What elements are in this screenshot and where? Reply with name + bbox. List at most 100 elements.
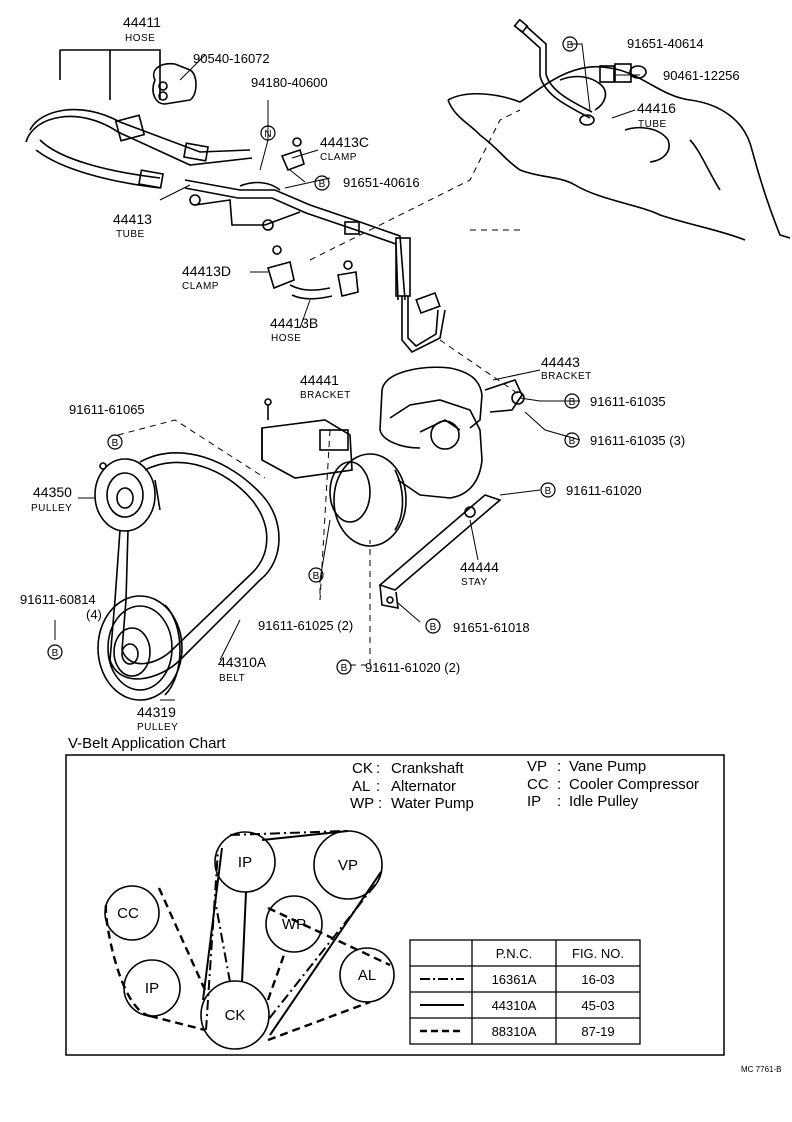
label-91611-61025: 91611-61025 (2) — [258, 618, 353, 633]
label-44350-name: PULLEY — [31, 503, 72, 514]
label-91611-61035-a: 91611-61035 — [590, 394, 666, 409]
svg-text:B: B — [112, 438, 119, 449]
pulley-label-wp: WP — [282, 916, 306, 933]
table-header-fig: FIG. NO. — [572, 946, 624, 961]
pump-pulley — [329, 453, 407, 547]
drawing-art — [25, 18, 791, 1056]
legend-vp-abbr: VP — [527, 758, 547, 775]
bolt-marker: B — [425, 618, 441, 634]
chart-texts: V-Belt Application Chart CK : Crankshaft… — [68, 735, 781, 1074]
chart-pulley-ck — [200, 980, 270, 1050]
label-94180: 94180-40600 — [251, 75, 328, 90]
label-44411-num: 44411 — [123, 14, 161, 30]
stay-44444 — [378, 494, 502, 609]
dashed-leaders — [117, 109, 521, 666]
bolt-marker: B — [107, 434, 123, 450]
label-90461: 90461-12256 — [663, 68, 740, 83]
label-44416-num: 44416 — [637, 100, 676, 116]
table-cell-pnc: 44310A — [492, 998, 537, 1013]
pulley-label-vp: VP — [338, 857, 358, 874]
label-44441-num: 44441 — [300, 372, 339, 388]
pulley-label-ip-left: IP — [145, 980, 159, 997]
svg-text:B: B — [569, 436, 576, 447]
grommet-90540 — [152, 62, 197, 105]
label-44443-name: BRACKET — [541, 371, 592, 382]
label-44444-num: 44444 — [460, 559, 499, 575]
svg-text:B: B — [319, 179, 326, 190]
part-labels: 44411 HOSE 90540-16072 94180-40600 91651… — [20, 14, 740, 733]
label-91611-61065: 91611-61065 — [69, 402, 145, 417]
label-44416-name: TUBE — [638, 119, 667, 130]
svg-text:N: N — [264, 129, 271, 140]
label-91611-60814-qty: (4) — [86, 607, 102, 622]
legend-ck-name: Crankshaft — [391, 760, 464, 777]
svg-text:B: B — [430, 622, 437, 633]
label-44310A-num: 44310A — [218, 654, 267, 670]
label-44411-name: HOSE — [125, 33, 155, 44]
chart-pulley-wp — [265, 895, 323, 953]
label-44413D-name: CLAMP — [182, 281, 219, 292]
label-44310A-name: BELT — [219, 673, 245, 684]
bolt-marker: B — [308, 567, 324, 583]
label-44319-num: 44319 — [137, 704, 176, 720]
pulley-44319 — [97, 595, 183, 701]
label-44413D-num: 44413D — [182, 263, 231, 279]
chart-frame — [65, 754, 725, 1056]
svg-text:B: B — [313, 571, 320, 582]
pulley-label-cc: CC — [117, 905, 139, 922]
label-44441-name: BRACKET — [300, 390, 351, 401]
legend-wp-name: Water Pump — [391, 795, 474, 812]
label-44350-num: 44350 — [33, 484, 72, 500]
legend-cc-abbr: CC — [527, 776, 549, 793]
legend-al-sep: : — [376, 778, 380, 795]
table-header-pnc: P.N.C. — [496, 946, 533, 961]
pnc-table-grid — [409, 939, 641, 1045]
table-cell-fig: 45-03 — [581, 998, 614, 1013]
label-44413B-name: HOSE — [271, 333, 301, 344]
clamp-44413D — [266, 245, 295, 290]
legend-cc-sep: : — [557, 776, 561, 793]
bracket-44441 — [261, 398, 353, 479]
bolt-marker: B — [540, 482, 556, 498]
hose-44413B — [289, 260, 359, 300]
tube-44416 — [513, 18, 647, 126]
legend-wp-abbr: WP — [350, 795, 374, 812]
label-44413-name: TUBE — [116, 229, 145, 240]
chart-pulley-cc — [104, 885, 160, 941]
leader-lines — [54, 43, 640, 701]
legend-ck-sep: : — [376, 760, 380, 777]
pulley-label-ip-top: IP — [238, 854, 252, 871]
table-cell-fig: 16-03 — [581, 972, 614, 987]
legend-cc-name: Cooler Compressor — [569, 776, 699, 793]
nut-marker: N — [260, 125, 276, 141]
legend-ck-abbr: CK — [352, 760, 373, 777]
bolt-marker: B — [564, 432, 580, 448]
bolt-marker: B — [47, 644, 63, 660]
bolt-marker: B — [336, 659, 352, 675]
legend-wp-sep: : — [378, 795, 382, 812]
legend-ip-sep: : — [557, 793, 561, 810]
hose-44411 — [25, 49, 253, 189]
label-91651-40616: 91651-40616 — [343, 175, 420, 190]
legend-vp-name: Vane Pump — [569, 758, 646, 775]
svg-text:B: B — [52, 648, 59, 659]
bolt-marker: B — [564, 393, 580, 409]
label-91611-60814: 91611-60814 — [20, 592, 96, 607]
label-44413B-num: 44413B — [270, 315, 318, 331]
belt-route-dashed — [104, 887, 391, 1042]
label-44444-name: STAY — [461, 577, 488, 588]
legend-ip-name: Idle Pulley — [569, 793, 639, 810]
table-cell-fig: 87-19 — [581, 1024, 614, 1039]
label-91611-61020-b: 91611-61020 (2) — [365, 660, 460, 675]
label-91651-61018: 91651-61018 — [453, 620, 530, 635]
table-cell-pnc: 16361A — [492, 972, 537, 987]
engine-outline — [447, 65, 791, 241]
vane-pump — [379, 366, 525, 499]
clamp-44413C — [280, 137, 305, 172]
label-91611-61035-b: 91611-61035 (3) — [590, 433, 685, 448]
bolt-marker: B — [562, 36, 578, 52]
label-44443-num: 44443 — [541, 354, 580, 370]
chart-title: V-Belt Application Chart — [68, 735, 226, 752]
label-44413C-name: CLAMP — [320, 152, 357, 163]
